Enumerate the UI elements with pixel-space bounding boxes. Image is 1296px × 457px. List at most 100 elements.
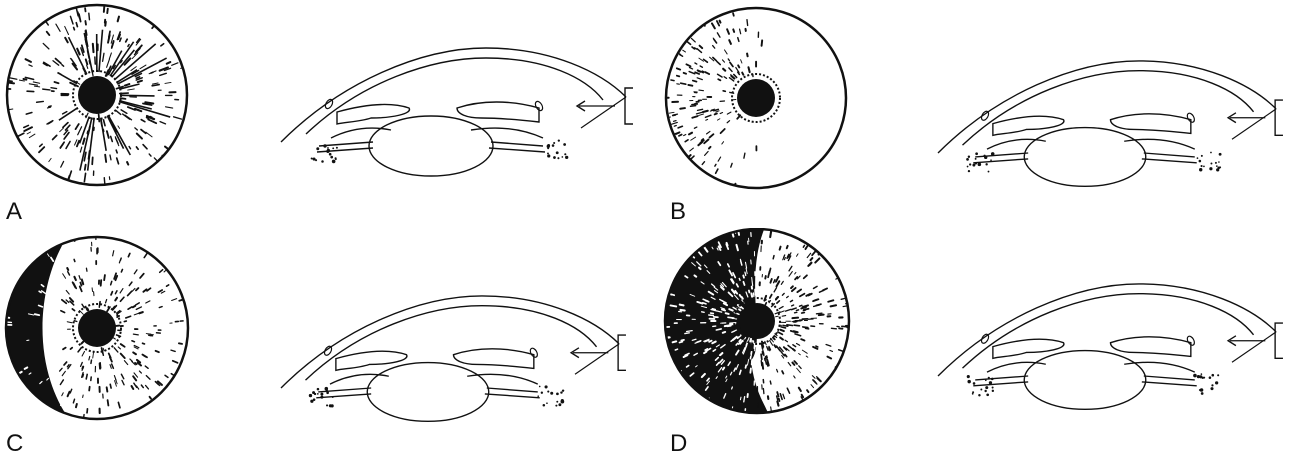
pigment-right: [1210, 152, 1212, 154]
lens: [367, 363, 489, 422]
pigment-left: [315, 159, 317, 161]
pigment-left: [967, 380, 970, 383]
lens: [1024, 128, 1146, 187]
pigment-left: [317, 388, 320, 391]
pigment-right: [1201, 373, 1203, 375]
pigment-left: [968, 156, 970, 158]
ciliary-fiber-3: [1144, 376, 1195, 380]
pigment-left: [326, 150, 329, 153]
pigment-left: [991, 152, 995, 156]
pigment-left: [325, 387, 329, 391]
pigment-left: [311, 157, 313, 159]
pigment-right: [1203, 377, 1205, 379]
pigment-left: [972, 393, 974, 395]
pigment-right: [547, 147, 549, 149]
pigment-right: [1211, 374, 1214, 377]
iris-disc-d: [661, 228, 852, 415]
pigment-right: [1201, 392, 1204, 395]
pigment-left: [985, 163, 987, 165]
pigment-left: [985, 386, 988, 389]
ciliary-fiber-4: [1142, 382, 1197, 386]
pigment-left: [330, 156, 333, 159]
pigment-right: [562, 389, 564, 391]
iris-right-section: [453, 349, 533, 369]
pigment-left: [331, 404, 334, 407]
anterior-segment-d: [938, 284, 1283, 409]
pigment-right: [555, 405, 557, 407]
figure-panel-b: B: [648, 0, 1296, 228]
pigment-left: [966, 158, 969, 161]
pigment-right: [558, 403, 561, 406]
pigment-right: [556, 151, 559, 154]
pigment-right: [1215, 162, 1217, 164]
lens: [1024, 351, 1146, 410]
pigment-left: [967, 375, 970, 378]
pigment-right: [560, 391, 562, 393]
pigment-left: [989, 381, 992, 384]
lens: [369, 116, 493, 176]
pigment-right: [553, 156, 556, 159]
anterior-segment-c: [281, 296, 626, 421]
pigment-left: [990, 159, 992, 161]
ciliary-fiber-3: [1144, 153, 1195, 157]
pigment-right: [1210, 162, 1212, 164]
pigment-right: [1216, 168, 1219, 171]
pigment-right: [563, 143, 566, 146]
pigment-right: [537, 395, 539, 397]
pigment-right: [1197, 157, 1199, 159]
pigment-left: [980, 389, 982, 391]
pigment-left: [969, 163, 971, 165]
ciliary-fiber-1: [975, 376, 1028, 380]
pigment-left: [335, 157, 337, 159]
pupil: [739, 303, 775, 339]
pigment-right: [565, 156, 568, 159]
ciliary-fiber-3: [491, 142, 543, 146]
pigment-left: [983, 155, 985, 157]
figure-panel-c: C: [0, 228, 648, 456]
figure-panel-a: A: [0, 0, 648, 228]
pigment-right: [1211, 384, 1213, 386]
pigment-right: [1209, 167, 1212, 170]
pigment-right: [1200, 165, 1202, 167]
pigment-left: [967, 166, 969, 168]
pigment-left: [985, 379, 987, 381]
anterior-segment-b: [938, 61, 1283, 186]
ciliary-fiber-4: [1142, 159, 1197, 163]
bracket: [1275, 323, 1283, 358]
pigment-right: [1199, 168, 1202, 171]
panel-label-d: D: [670, 432, 687, 456]
pigment-right: [1199, 389, 1201, 391]
pigment-left: [313, 398, 316, 401]
pigment-left: [320, 396, 323, 399]
iris-right-section: [1110, 337, 1190, 357]
pigment-right: [1199, 375, 1202, 378]
pigment-right: [541, 392, 543, 394]
pigment-left: [332, 147, 334, 149]
pigment-left: [309, 394, 312, 397]
pigment-right: [1210, 387, 1213, 390]
pigment-left: [975, 158, 977, 160]
pigment-left: [992, 387, 994, 389]
pigment-right: [1203, 165, 1205, 167]
pigment-left: [991, 378, 994, 381]
pigment-left: [988, 171, 990, 173]
pigment-right: [547, 152, 549, 154]
pigment-left: [978, 163, 982, 167]
pigment-right: [1199, 160, 1202, 163]
anterior-segment-a: [281, 48, 633, 176]
pigment-right: [561, 400, 565, 404]
pigment-left: [975, 152, 978, 155]
canal-left: [324, 98, 334, 110]
pigment-right: [1215, 381, 1218, 384]
pigment-right: [550, 392, 553, 395]
pigment-right: [556, 401, 558, 403]
panel-label-a: A: [6, 200, 22, 224]
pupil: [78, 76, 116, 114]
pigment-right: [564, 153, 566, 155]
bracket: [618, 335, 626, 370]
pigment-left: [312, 391, 315, 394]
pigment-right: [557, 157, 559, 159]
pigment-right: [543, 404, 546, 407]
ciliary-fiber-3: [487, 388, 538, 392]
sclera-right: [1232, 109, 1276, 139]
